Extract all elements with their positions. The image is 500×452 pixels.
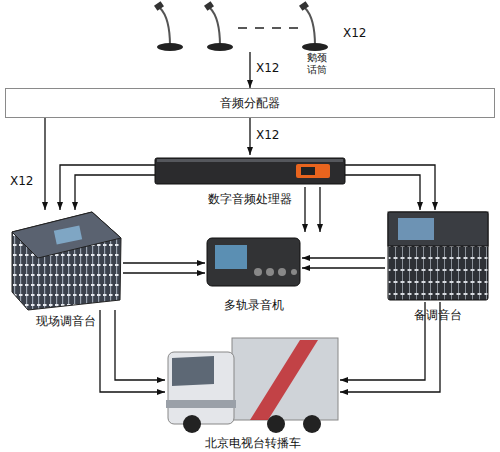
- signal-arrow: [345, 165, 435, 210]
- mixer-console: [12, 212, 121, 310]
- mixer-screen: [54, 225, 82, 244]
- signal-arrow: [123, 272, 205, 273]
- truck-trailer: [232, 338, 338, 420]
- mic-base: [302, 43, 328, 51]
- processor-display: [301, 167, 315, 175]
- signal-arrow: [75, 175, 155, 210]
- node-label: 备调音台: [414, 308, 462, 322]
- mixer-device: 现场调音台: [8, 210, 123, 310]
- truck-windshield: [172, 356, 214, 386]
- signal-arrow: [340, 302, 440, 392]
- signal-arrow: [123, 262, 205, 263]
- broadcast-truck: 北京电视台转播车: [165, 338, 340, 430]
- node-label: 音频分配器: [220, 96, 280, 110]
- recorder-device: 多轨录音机: [205, 232, 302, 290]
- mic-head: [299, 1, 309, 11]
- signal-arrow: [340, 302, 425, 380]
- signal-arrow: [319, 187, 320, 232]
- truck-cab: [168, 352, 234, 424]
- backup-mixer-top: [388, 212, 488, 246]
- node-label: 现场调音台: [36, 314, 96, 328]
- mic-head: [154, 1, 164, 11]
- node-label: 多轨录音机: [224, 298, 284, 312]
- processor-highlight: [157, 159, 343, 162]
- mic-head: [204, 1, 214, 11]
- mic-neck: [305, 8, 315, 46]
- node-label: 数字音频处理器: [208, 192, 292, 206]
- signal-arrow: [100, 310, 165, 392]
- recorder-knob: [278, 268, 286, 276]
- recorder-body: [207, 238, 300, 286]
- processor-body: [155, 158, 345, 184]
- truck-stripe: [250, 340, 318, 420]
- node-label: 北京电视台转播车: [205, 436, 301, 450]
- backup-mixer-device: 备调音台: [385, 210, 490, 302]
- microphone: [154, 1, 183, 51]
- recorder-knob: [266, 268, 274, 276]
- mic-neck: [210, 8, 220, 46]
- recorder-screen: [215, 245, 247, 269]
- dashed-continuation: [238, 27, 298, 29]
- signal-arrow: [249, 52, 250, 88]
- signal-arrow: [60, 165, 155, 210]
- backup-mixer-screen: [398, 218, 434, 240]
- signal-arrow: [345, 175, 420, 210]
- mic-neck: [160, 8, 170, 46]
- signal-arrow: [302, 267, 385, 268]
- microphone: [299, 1, 328, 51]
- signal-arrow: [44, 118, 45, 210]
- truck-wheel: [267, 415, 285, 433]
- recorder-knob: [254, 268, 262, 276]
- processor-device: 数字音频处理器: [155, 155, 345, 187]
- microphone: [204, 1, 233, 51]
- mic-base: [157, 43, 183, 51]
- distributor-box: 音频分配器: [5, 88, 495, 118]
- mixer-top-panel: [12, 212, 121, 258]
- count-label: X12: [343, 26, 367, 40]
- recorder-knob: [291, 269, 297, 275]
- processor-panel: [296, 164, 330, 178]
- edge-label: X12: [10, 174, 34, 188]
- edge-label: X12: [256, 61, 280, 75]
- signal-arrow: [302, 257, 385, 258]
- signal-arrow: [249, 118, 250, 155]
- truck-bumper: [166, 400, 236, 408]
- node-label: 鹅颈话筒: [305, 52, 329, 76]
- microphone-group: 鹅颈话筒: [145, 2, 340, 52]
- signal-arrow: [304, 187, 305, 232]
- edge-label: X12: [256, 128, 280, 142]
- mic-base: [207, 43, 233, 51]
- truck-wheel: [183, 415, 201, 433]
- truck-wheel: [303, 415, 321, 433]
- backup-mixer-body: [388, 212, 488, 300]
- signal-arrow: [115, 310, 165, 380]
